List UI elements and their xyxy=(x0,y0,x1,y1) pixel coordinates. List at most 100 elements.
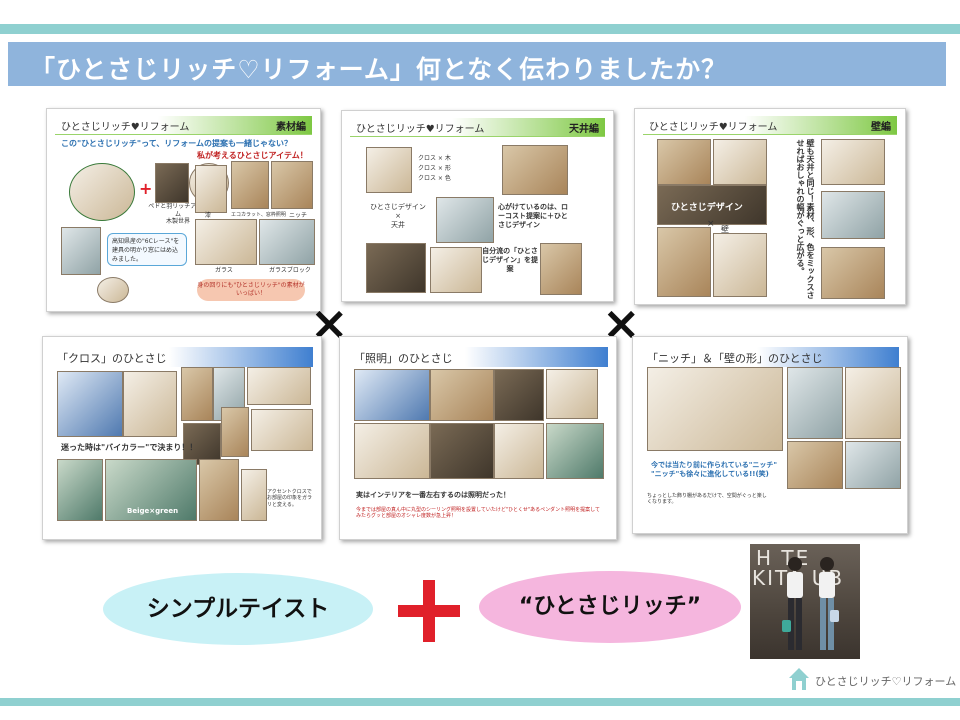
slide-photo xyxy=(821,247,885,299)
slide-ceiling[interactable]: ひとさじリッチ♥リフォーム 天井編 クロス × 木 クロス × 形 クロス × … xyxy=(341,110,614,302)
slide-caption: 実はインテリアを一番左右するのは照明だった！ xyxy=(356,491,510,499)
slide-photo xyxy=(259,219,315,265)
slide-photo xyxy=(430,247,482,293)
slide-cross-row: クロス × 木 xyxy=(418,155,451,162)
slide-pink-note: 身の回りにも"ひとさじリッチ"の素材がいっぱい！ xyxy=(197,279,305,301)
top-accent-line xyxy=(0,24,960,34)
slide-photo xyxy=(221,407,249,457)
slide-photo xyxy=(657,139,711,185)
slide-photo xyxy=(123,371,177,437)
slide-photo xyxy=(195,219,257,265)
slide-header-label: ひとさじリッチ♥リフォーム xyxy=(356,124,485,135)
slide-cloth[interactable]: 「クロス」のひとさじ 迷った時は"バイカラー"で決まり！！ Beige×gree… xyxy=(42,336,322,540)
slide-photo xyxy=(195,165,227,213)
simple-taste-oval: シンプルテイスト xyxy=(103,573,373,645)
slide-photo xyxy=(105,459,197,521)
slide-note: アクセントクロスでお部屋の印象をガラリと変える。 xyxy=(267,489,313,508)
slide-photo xyxy=(69,163,135,221)
slide-niche[interactable]: 「ニッチ」＆「壁の形」のひとさじ 今では当たり前に作られている"ニッチ" "ニッ… xyxy=(632,336,908,534)
slide-photo xyxy=(787,441,843,489)
slide-photo xyxy=(787,367,843,439)
slide-cross: × xyxy=(707,219,715,229)
slide-header-label: 「ニッチ」＆「壁の形」のひとさじ xyxy=(647,352,823,365)
slide-vertical-note xyxy=(578,143,606,293)
slide-photo xyxy=(231,161,269,209)
slide-bubble: 高知県産の"6Cレース"を建具の明かり窓にはめ込みました。 xyxy=(107,233,187,266)
logo-text: ひとさじリッチ♡リフォーム xyxy=(815,675,957,688)
slide-photo xyxy=(354,369,430,421)
slide-photo xyxy=(713,139,767,185)
slide-photo xyxy=(199,459,239,521)
slide-section-label: 天井編 xyxy=(569,124,599,135)
slide-header-label: 「クロス」のひとさじ xyxy=(57,352,167,365)
slide-photo xyxy=(821,191,885,239)
slide-material[interactable]: ひとさじリッチ♥リフォーム 素材編 この"ひとさじリッチ"って、リフォームの提案… xyxy=(46,108,321,312)
slide-caption: 今では当たり前に作られている"ニッチ" "ニッチ"も徐々に進化している!!(笑) xyxy=(651,461,778,478)
slide-header: ひとさじリッチ♥リフォーム 壁編 xyxy=(643,116,897,135)
owners-photo: H TE KITA UB xyxy=(750,544,860,659)
slide-photo xyxy=(430,369,494,421)
slide-header: 「クロス」のひとさじ xyxy=(51,347,313,367)
slide-photo xyxy=(247,367,311,405)
hitosaji-rich-text: “ひとさじリッチ” xyxy=(518,594,702,619)
slide-caption: エコカラット、窓枠照明 xyxy=(231,212,286,218)
slide-item-note: ペドと羽リッチアイテム 木製世界 xyxy=(148,203,208,225)
slide-caption: 漆 xyxy=(205,212,212,219)
slide-photo xyxy=(494,423,544,479)
slide-wall[interactable]: ひとさじリッチ♥リフォーム 壁編 ひとさじデザイン × 壁 壁も天井と同じ！素材… xyxy=(634,108,906,305)
slide-photo xyxy=(97,277,129,303)
slide-header: 「ニッチ」＆「壁の形」のひとさじ xyxy=(641,347,899,367)
person-figure-left xyxy=(782,557,803,650)
slide-photo xyxy=(845,367,901,439)
slide-photo xyxy=(241,469,267,521)
slide-photo xyxy=(546,423,604,479)
slide-lighting[interactable]: 「照明」のひとさじ 実はインテリアを一番左右するのは照明だった！ 今までは部屋の… xyxy=(339,336,617,540)
plus-mark: + xyxy=(139,179,153,198)
slide-photo-label: Beige×green xyxy=(127,507,179,515)
slide-section-label: 素材編 xyxy=(276,122,306,133)
slide-header: 「照明」のひとさじ xyxy=(348,347,608,367)
slide-photo xyxy=(546,369,598,419)
slide-caption: ガラスブロック xyxy=(269,267,311,274)
slide-cross-row: クロス × 形 xyxy=(418,165,451,172)
company-logo: ひとさじリッチ♡リフォーム xyxy=(787,666,956,694)
slide-wall-label: 壁 xyxy=(721,225,729,234)
slide-note: 今までは部屋の真ん中に丸型のシーリング照明を設置していたけど"ひとくせ"あるペン… xyxy=(356,507,601,520)
slide-photo xyxy=(155,163,189,203)
slide-focus-text: 心がけているのは、ローコスト提案に＋ひとさじデザイン xyxy=(498,203,568,229)
slide-text-line2: 私が考えるひとさじアイテム！ xyxy=(197,151,308,160)
slide-photo xyxy=(657,185,767,225)
hitosaji-rich-oval: “ひとさじリッチ” xyxy=(479,571,741,643)
title-bar: 「ひとさじリッチ♡リフォーム」何となく伝わりましたか？ xyxy=(8,42,946,86)
slide-photo xyxy=(647,367,783,451)
slide-photo xyxy=(430,423,494,479)
bottom-accent-line xyxy=(0,698,960,706)
slide-text-line1: この"ひとさじリッチ"って、リフォームの提案も一緒じゃない？ xyxy=(61,139,293,148)
slide-cross-row: クロス × 色 xyxy=(418,175,451,182)
slide-photo xyxy=(57,459,103,521)
slide-photo xyxy=(540,243,582,295)
slide-caption: 迷った時は"バイカラー"で決まり！！ xyxy=(61,443,198,452)
slide-photo xyxy=(61,227,101,275)
slide-header: ひとさじリッチ♥リフォーム 素材編 xyxy=(55,116,312,135)
slide-photo xyxy=(354,423,430,479)
page-title: 「ひとさじリッチ♡リフォーム」何となく伝わりましたか？ xyxy=(30,55,728,84)
slide-photo xyxy=(57,371,123,437)
slide-photo xyxy=(494,369,544,421)
slide-photo xyxy=(183,423,221,465)
slide-photo xyxy=(271,161,313,209)
slide-note: ちょっとした飾り棚があるだけで、空間がぐっと楽しくなります。 xyxy=(647,493,767,506)
slide-proposal-text: 自分流の「ひとさじデザイン」を提案 xyxy=(482,247,538,273)
slide-header-label: ひとさじリッチ♥リフォーム xyxy=(649,122,778,133)
slide-photo xyxy=(821,139,885,185)
plus-icon xyxy=(398,580,460,642)
slide-vertical-text: 壁も天井と同じ！素材、形、色をミックスさせればおしゃれの幅がぐっと広がる。 xyxy=(796,139,815,299)
slide-photo xyxy=(713,233,767,297)
slide-photo xyxy=(845,441,901,489)
slide-section-label: 壁編 xyxy=(871,122,891,133)
slide-design-label: ひとさじデザイン × 天井 xyxy=(370,203,426,229)
slide-photo xyxy=(366,147,412,193)
slide-header: ひとさじリッチ♥リフォーム 天井編 xyxy=(350,118,605,137)
person-figure-right xyxy=(819,557,839,650)
slide-header-label: 「照明」のひとさじ xyxy=(354,352,453,365)
